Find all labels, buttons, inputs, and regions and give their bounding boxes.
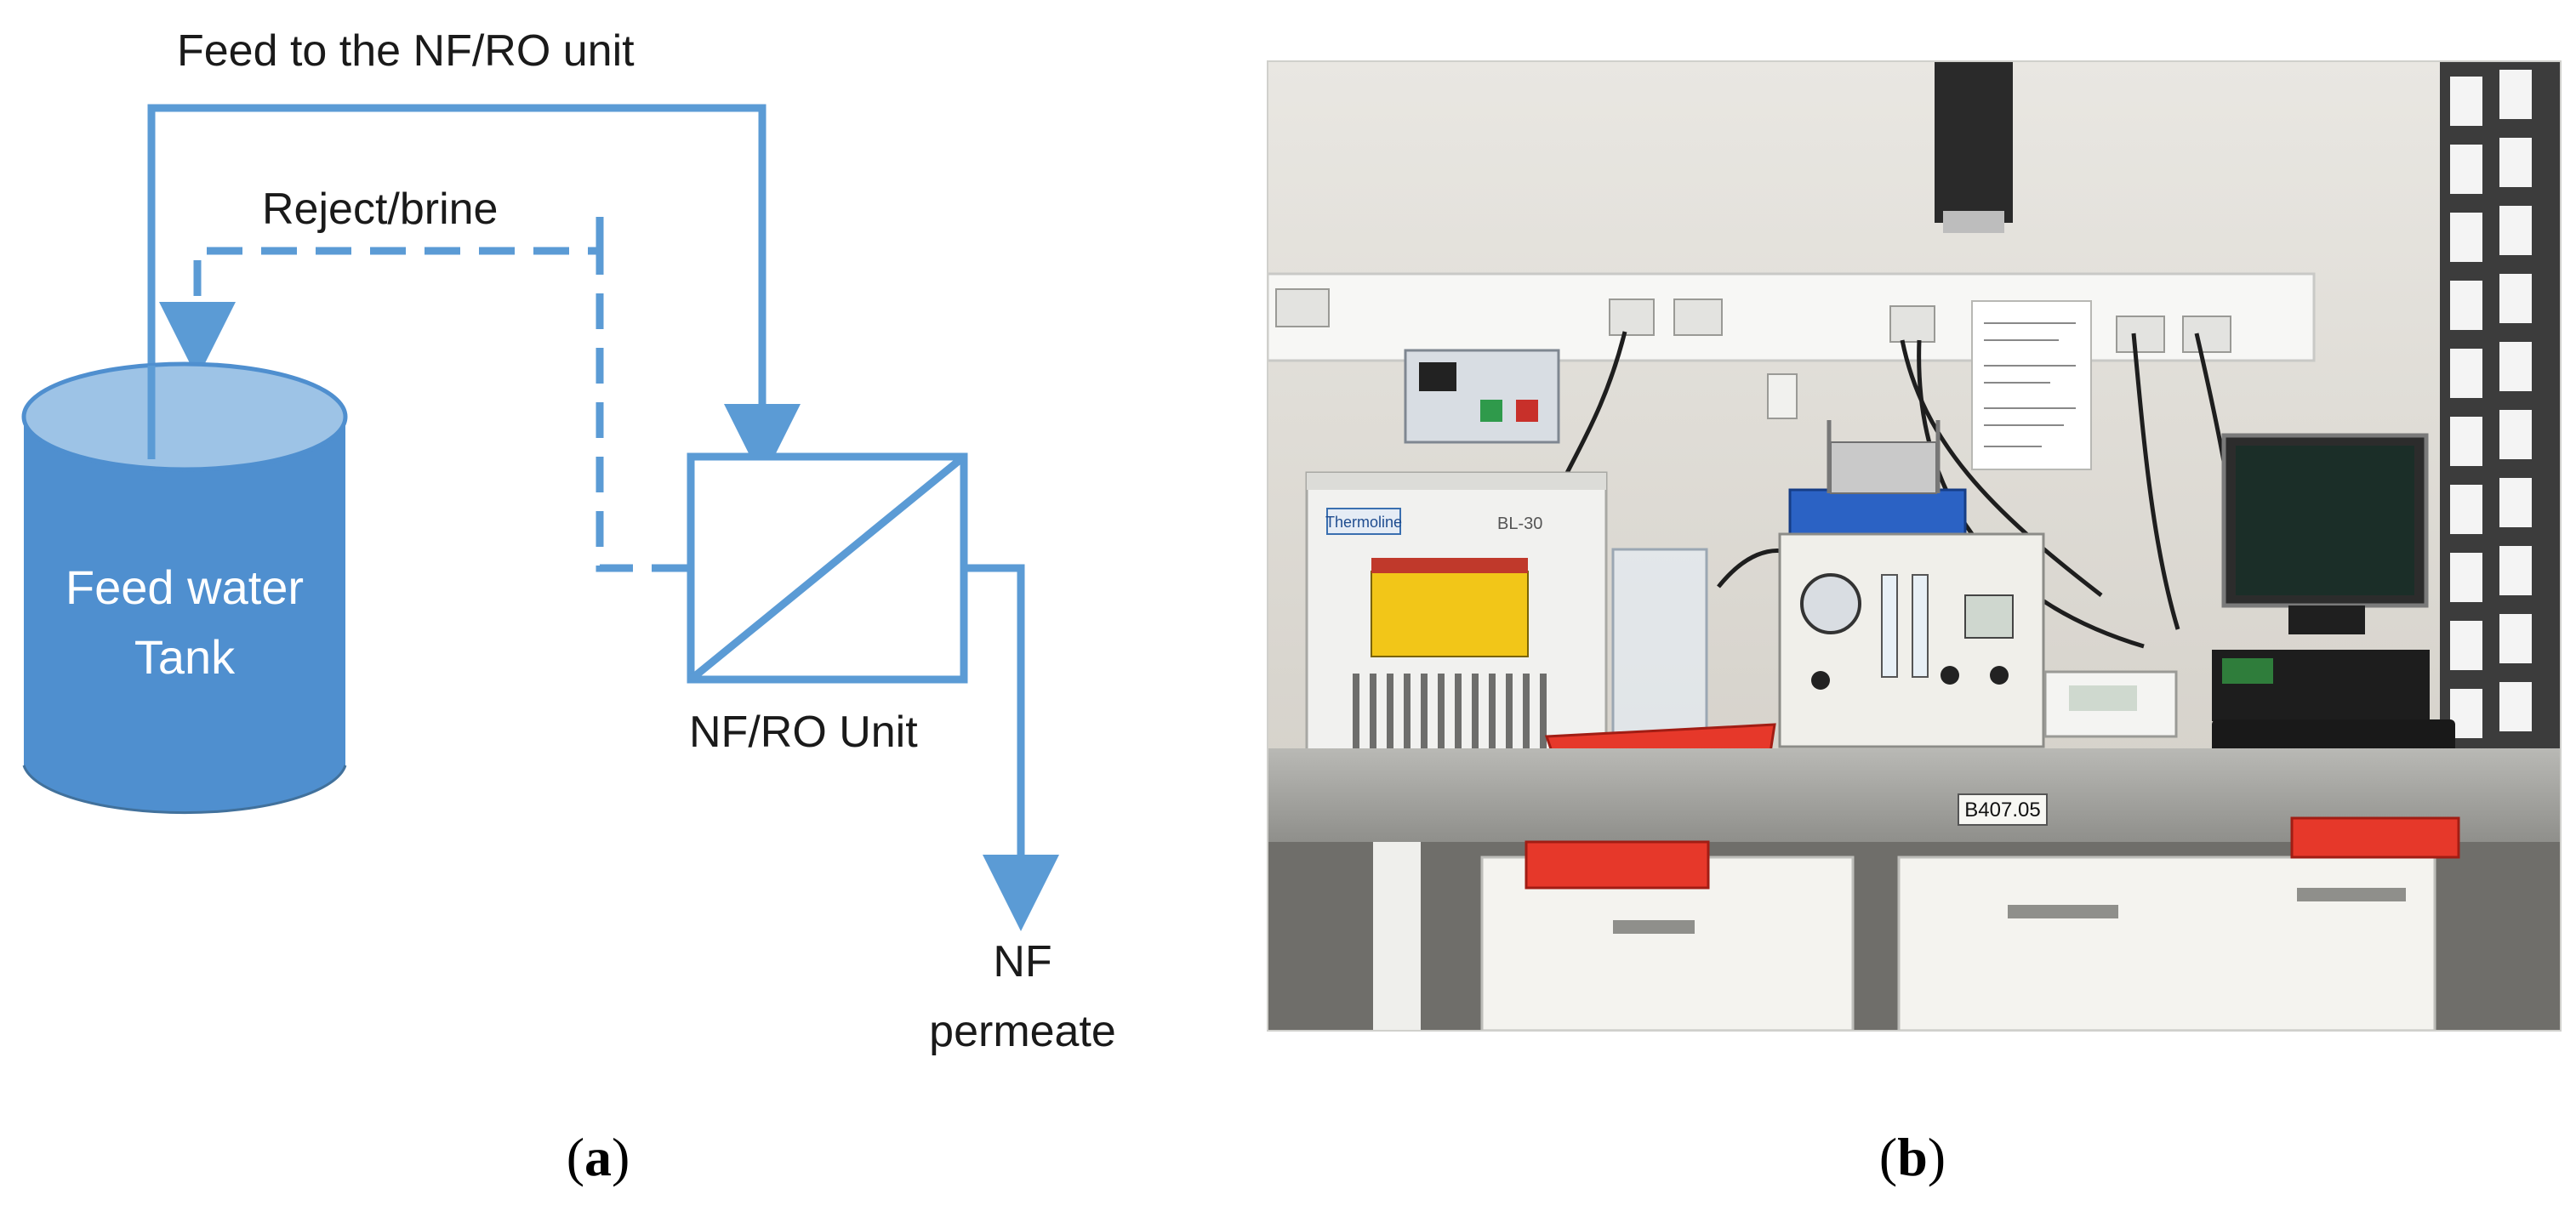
tank-label-line2: Tank bbox=[134, 630, 236, 684]
permeate-line bbox=[964, 564, 1059, 931]
permeate-label-line2: permeate bbox=[929, 1007, 1116, 1056]
temperature-controller bbox=[1404, 349, 1560, 444]
drawer-right bbox=[1897, 856, 2436, 1031]
feed-label: Feed to the NF/RO unit bbox=[177, 26, 635, 76]
panel-b-photo: Thermoline BL-30 bbox=[1267, 60, 2562, 1187]
reject-label: Reject/brine bbox=[262, 185, 498, 234]
membrane-cell bbox=[1788, 420, 1967, 536]
window-screen bbox=[2440, 61, 2561, 810]
beaker bbox=[1611, 548, 1708, 747]
permeate-label-line1: NF bbox=[993, 937, 1051, 986]
chiller-brand: Thermoline bbox=[1325, 514, 1402, 531]
unit-label: NF/RO Unit bbox=[689, 708, 918, 757]
exhaust-duct bbox=[1935, 61, 2013, 223]
bench-tag: B407.05 bbox=[1964, 799, 2040, 822]
feed-water-tank bbox=[21, 361, 348, 815]
panel-a-schematic: Feed water Tank Feed to the NF/RO unit R… bbox=[21, 26, 1116, 1187]
caption-b: (b) bbox=[1879, 1127, 1946, 1187]
computer bbox=[2212, 433, 2455, 755]
feed-line bbox=[147, 104, 801, 480]
nf-ro-unit bbox=[687, 452, 968, 684]
posted-notice bbox=[1971, 300, 2092, 470]
caption-a: (a) bbox=[567, 1127, 630, 1187]
nf-ro-rig-panel bbox=[1778, 532, 2045, 748]
chiller-model: BL-30 bbox=[1497, 515, 1542, 533]
tank-label-line1: Feed water bbox=[66, 560, 304, 614]
